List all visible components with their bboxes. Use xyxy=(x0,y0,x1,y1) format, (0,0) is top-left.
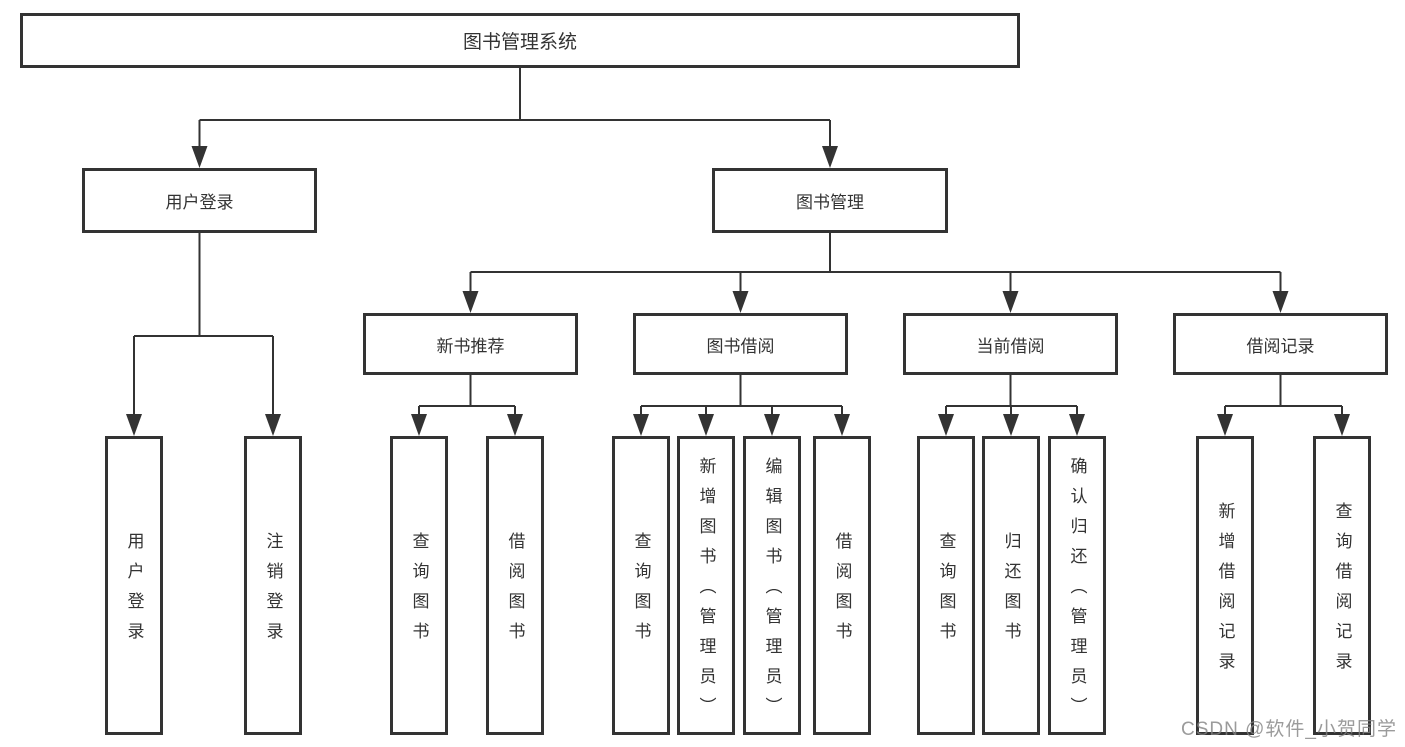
node-label: 借阅图书 xyxy=(832,532,852,652)
node-label: 编辑图书（管理员） xyxy=(762,457,782,727)
node-bb-edit-books: 编辑图书（管理员） xyxy=(743,436,801,735)
node-current-borrowing: 当前借阅 xyxy=(903,313,1118,375)
node-borrowing-records: 借阅记录 xyxy=(1173,313,1388,375)
node-cb-return-books: 归还图书 xyxy=(982,436,1040,735)
arrowhead-down-icon xyxy=(1003,414,1019,436)
node-bb-borrow-books: 借阅图书 xyxy=(813,436,871,735)
node-label: 查询图书 xyxy=(936,532,956,652)
node-logout: 注销登录 xyxy=(244,436,302,735)
node-label: 用户登录 xyxy=(124,532,144,652)
arrowhead-down-icon xyxy=(1217,414,1233,436)
node-label: 查询图书 xyxy=(631,532,651,652)
node-login: 用户登录 xyxy=(105,436,163,735)
node-new-book-recommend: 新书推荐 xyxy=(363,313,578,375)
arrowhead-down-icon xyxy=(732,291,749,313)
node-user-login: 用户登录 xyxy=(82,168,317,233)
arrowhead-down-icon xyxy=(411,414,427,436)
arrowhead-down-icon xyxy=(191,146,208,168)
node-label: 注销登录 xyxy=(263,532,283,652)
arrowhead-down-icon xyxy=(1069,414,1085,436)
arrowhead-down-icon xyxy=(764,414,780,436)
node-cb-query-books: 查询图书 xyxy=(917,436,975,735)
arrowhead-down-icon xyxy=(462,291,479,313)
node-label: 借阅记录 xyxy=(1246,336,1315,356)
node-label: 用户登录 xyxy=(165,193,234,212)
arrowhead-down-icon xyxy=(126,414,142,436)
arrowhead-down-icon xyxy=(507,414,523,436)
node-label: 查询借阅记录 xyxy=(1332,502,1352,682)
arrowhead-down-icon xyxy=(1002,291,1019,313)
node-label: 新增借阅记录 xyxy=(1215,502,1235,682)
node-label: 确认归还（管理员） xyxy=(1067,457,1087,727)
node-rec-borrow-books: 借阅图书 xyxy=(486,436,544,735)
node-label: 查询图书 xyxy=(409,532,429,652)
node-rec-query-books: 查询图书 xyxy=(390,436,448,735)
node-book-management: 图书管理 xyxy=(712,168,948,233)
arrowhead-down-icon xyxy=(698,414,714,436)
node-label: 图书借阅 xyxy=(706,336,775,356)
node-bb-query-books: 查询图书 xyxy=(612,436,670,735)
arrowhead-down-icon xyxy=(1272,291,1289,313)
node-root: 图书管理系统 xyxy=(20,13,1020,68)
node-label: 图书管理系统 xyxy=(462,32,577,53)
arrowhead-down-icon xyxy=(265,414,281,436)
node-label: 新书推荐 xyxy=(436,336,505,356)
node-label: 图书管理 xyxy=(796,193,864,212)
arrowhead-down-icon xyxy=(834,414,850,436)
arrowhead-down-icon xyxy=(1334,414,1350,436)
watermark-text: CSDN @软件_小贺同学 xyxy=(1181,719,1397,740)
node-label: 借阅图书 xyxy=(505,532,525,652)
node-label: 归还图书 xyxy=(1001,532,1021,652)
arrowhead-down-icon xyxy=(633,414,649,436)
node-br-add-record: 新增借阅记录 xyxy=(1196,436,1254,735)
node-label: 当前借阅 xyxy=(976,336,1045,356)
node-bb-add-books: 新增图书（管理员） xyxy=(677,436,735,735)
arrowhead-down-icon xyxy=(938,414,954,436)
node-label: 新增图书（管理员） xyxy=(696,457,716,727)
node-br-query-record: 查询借阅记录 xyxy=(1313,436,1371,735)
node-cb-confirm-return: 确认归还（管理员） xyxy=(1048,436,1106,735)
arrowhead-down-icon xyxy=(822,146,838,168)
node-book-borrowing: 图书借阅 xyxy=(633,313,848,375)
